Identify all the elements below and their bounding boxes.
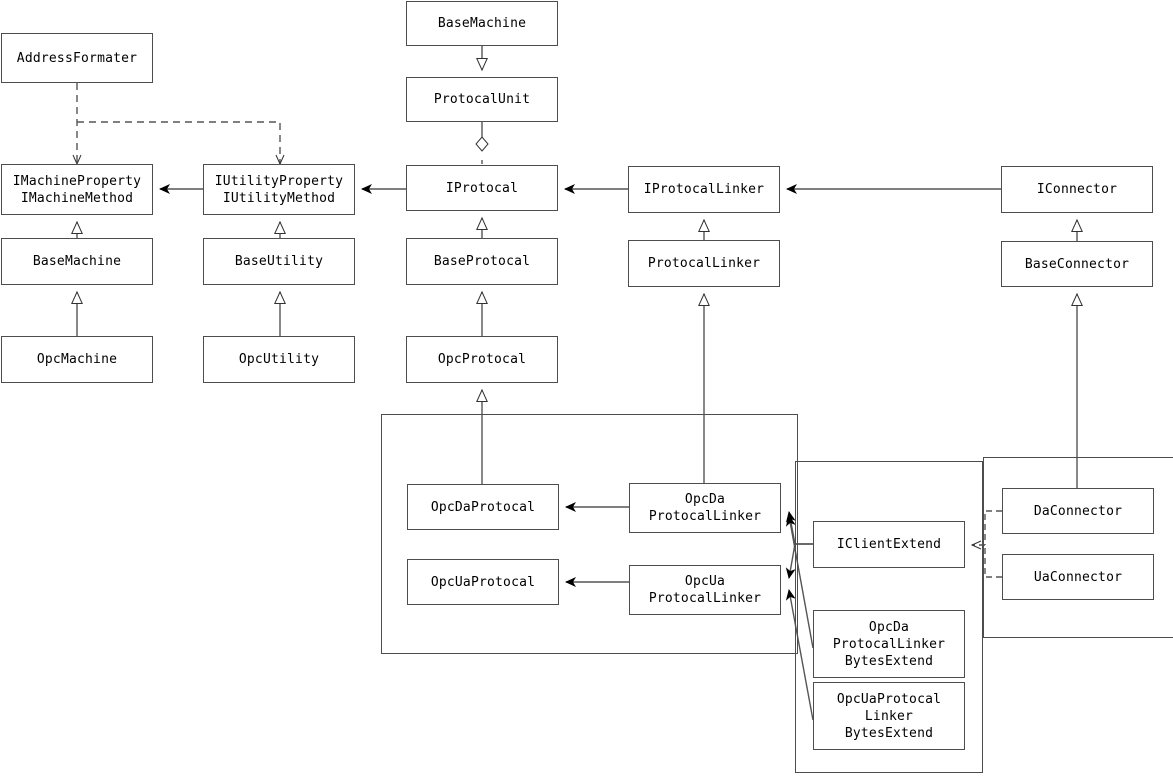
class-node-label: OpcMachine — [36, 352, 118, 367]
class-node-DaConnector[interactable]: DaConnector — [1002, 488, 1154, 534]
class-node-BaseProtocal[interactable]: BaseProtocal — [406, 238, 558, 285]
class-node-OpcProtocal[interactable]: OpcProtocal — [406, 336, 558, 383]
opc-protocal-group — [381, 414, 798, 654]
class-node-label: IProtocalLinker — [643, 182, 765, 197]
edge-addressformater-to-iutility — [77, 121, 285, 166]
class-node-ProtocalUnit[interactable]: ProtocalUnit — [406, 77, 558, 122]
class-node-label: BaseMachine — [437, 16, 527, 31]
connector-group — [983, 457, 1173, 638]
class-node-AddressFormater[interactable]: AddressFormater — [1, 33, 153, 83]
class-node-label: IConnector — [1036, 182, 1118, 197]
class-node-IMachine[interactable]: IMachineProperty IMachineMethod — [1, 164, 153, 215]
class-node-IUtility[interactable]: IUtilityProperty IUtilityMethod — [203, 164, 355, 215]
class-node-label: OpcUaProtocal Linker BytesExtend — [836, 691, 942, 741]
class-node-BaseUtility[interactable]: BaseUtility — [203, 238, 355, 285]
class-node-label: BaseConnector — [1024, 256, 1130, 272]
class-node-label: DaConnector — [1033, 503, 1123, 519]
class-node-OpcDaProtocal[interactable]: OpcDaProtocal — [407, 484, 559, 530]
class-node-OpcDaProtocalLinkerBytes[interactable]: OpcDa ProtocalLinker BytesExtend — [813, 610, 965, 678]
class-node-label: BaseUtility — [234, 254, 324, 269]
class-node-label: ProtocalUnit — [433, 92, 531, 107]
class-node-label: OpcUa ProtocalLinker — [648, 574, 762, 606]
class-node-IClientExtend[interactable]: IClientExtend — [813, 521, 965, 568]
class-node-UaConnector[interactable]: UaConnector — [1002, 554, 1154, 600]
class-node-label: OpcUaProtocal — [430, 574, 536, 590]
class-node-OpcUtility[interactable]: OpcUtility — [203, 336, 355, 383]
class-node-BaseMachineLeft[interactable]: BaseMachine — [1, 238, 153, 285]
class-node-IProtocal[interactable]: IProtocal — [406, 165, 558, 211]
class-node-label: IMachineProperty IMachineMethod — [12, 173, 142, 206]
class-node-ProtocalLinker[interactable]: ProtocalLinker — [628, 240, 780, 287]
class-node-OpcUaProtocalLinker[interactable]: OpcUa ProtocalLinker — [629, 565, 781, 615]
class-node-label: IClientExtend — [836, 537, 942, 552]
class-node-BaseConnector[interactable]: BaseConnector — [1001, 241, 1153, 287]
class-node-label: OpcDa ProtocalLinker — [648, 492, 762, 524]
class-node-label: AddressFormater — [16, 50, 138, 66]
class-node-label: ProtocalLinker — [647, 256, 761, 271]
class-node-OpcDaProtocalLinker[interactable]: OpcDa ProtocalLinker — [629, 483, 781, 533]
class-node-label: OpcDaProtocal — [430, 499, 536, 515]
class-node-label: BaseMachine — [32, 254, 122, 269]
class-node-label: OpcDa ProtocalLinker BytesExtend — [832, 619, 946, 669]
class-node-OpcUaProtocal[interactable]: OpcUaProtocal — [407, 559, 559, 605]
class-node-IConnector[interactable]: IConnector — [1001, 166, 1153, 213]
class-node-label: IUtilityProperty IUtilityMethod — [214, 173, 344, 206]
class-node-label: OpcProtocal — [437, 352, 527, 367]
class-node-label: IProtocal — [445, 180, 519, 196]
class-node-label: OpcUtility — [238, 352, 320, 367]
class-node-OpcMachine[interactable]: OpcMachine — [1, 336, 153, 383]
class-node-IProtocalLinker[interactable]: IProtocalLinker — [628, 166, 780, 213]
class-node-label: BaseProtocal — [433, 254, 531, 269]
class-node-label: UaConnector — [1033, 569, 1123, 585]
class-node-BaseMachineTop[interactable]: BaseMachine — [406, 1, 558, 46]
class-node-OpcUaProtocalLinkerBytes[interactable]: OpcUaProtocal Linker BytesExtend — [813, 682, 965, 750]
